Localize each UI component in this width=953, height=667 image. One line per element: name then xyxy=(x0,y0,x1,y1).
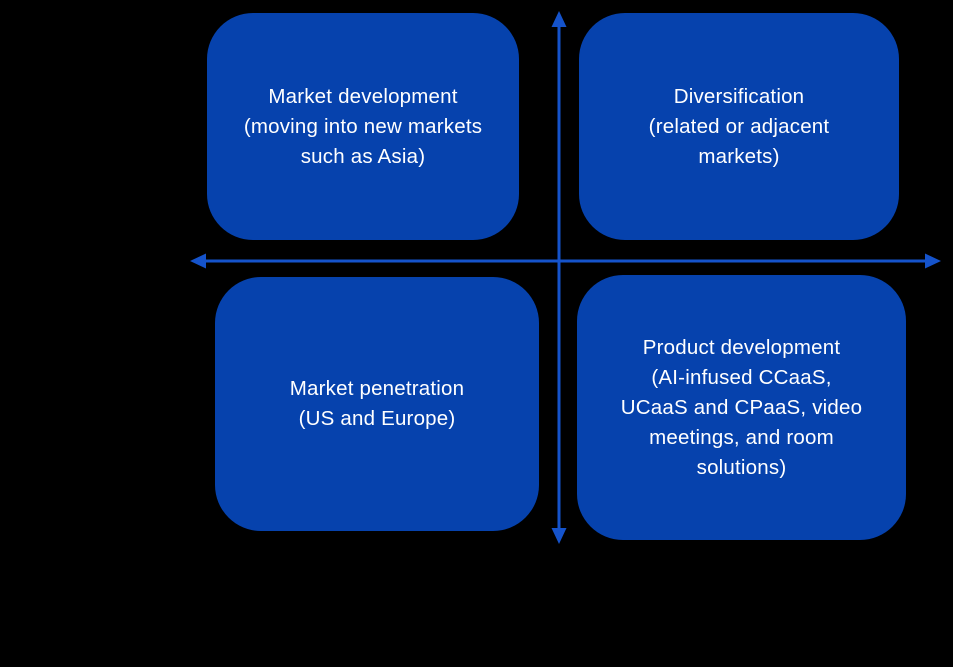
quadrant-text-line: UCaaS and CPaaS, video xyxy=(620,395,863,419)
quadrant-text-line: such as Asia) xyxy=(300,144,426,168)
y-axis-down-arrowhead-icon xyxy=(551,528,567,544)
quadrant-text-line: (AI-infused CCaaS, xyxy=(651,365,832,389)
quadrant-text-line: (related or adjacent xyxy=(648,114,830,138)
quadrant-text-line: (moving into new markets xyxy=(243,114,483,138)
quadrant-text-line: Product development xyxy=(642,335,841,359)
quadrant-text-line: Diversification xyxy=(673,84,805,108)
quadrant-market-penetration: Market penetration (US and Europe) xyxy=(215,277,539,531)
quadrant-text-line: (US and Europe) xyxy=(298,407,456,430)
quadrant-text-line: markets) xyxy=(698,144,780,168)
quadrant-product-development: Product development (AI-infused CCaaS, U… xyxy=(577,275,906,540)
quadrant-text-line: meetings, and room xyxy=(649,425,834,449)
quadrant-text-line: solutions) xyxy=(696,455,787,479)
quadrant-market-development: Market development (moving into new mark… xyxy=(207,13,519,240)
quadrant-text-line: Market development xyxy=(268,84,458,108)
x-axis-right-arrowhead-icon xyxy=(925,253,941,269)
quadrant-diversification: Diversification (related or adjacent mar… xyxy=(579,13,899,240)
y-axis-up-arrowhead-icon xyxy=(551,11,567,27)
quadrant-text-line: Market penetration xyxy=(289,377,465,400)
x-axis-left-arrowhead-icon xyxy=(190,253,206,269)
